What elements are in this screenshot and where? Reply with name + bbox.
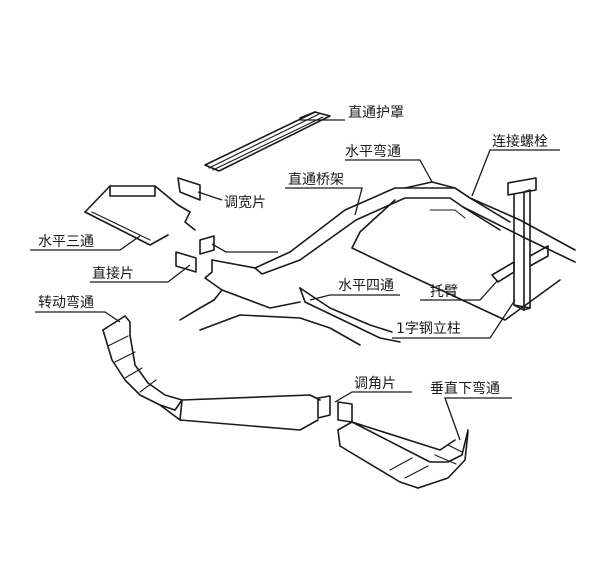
label-vertical-down-elbow: 垂直下弯通 bbox=[430, 380, 500, 397]
label-horizontal-tee: 水平三通 bbox=[38, 234, 94, 250]
leader-lines bbox=[30, 119, 560, 441]
leader-horizontal-elbow bbox=[345, 159, 433, 183]
leader-width-adjuster bbox=[197, 191, 278, 253]
label-straight-cover: 直通护罩 bbox=[348, 104, 404, 121]
leader-rotating-elbow bbox=[35, 311, 121, 323]
label-straight-connector: 直接片 bbox=[92, 265, 134, 282]
leader-angle-adjuster bbox=[334, 391, 412, 403]
width-adjuster-part bbox=[177, 177, 215, 255]
leader-vertical-down-elbow bbox=[444, 397, 512, 441]
label-support-arm: 托臂 bbox=[430, 284, 458, 300]
horizontal-tee-part bbox=[84, 185, 196, 246]
leader-straight-tray bbox=[285, 187, 363, 216]
vertical-down-elbow-part bbox=[337, 421, 469, 489]
label-i-steel-column: 1字钢立柱 bbox=[396, 321, 461, 337]
label-straight-tray: 直通桥架 bbox=[288, 171, 344, 188]
rotating-elbow-part bbox=[102, 315, 321, 431]
support-arm-part bbox=[491, 245, 549, 283]
i-steel-column-part bbox=[507, 177, 537, 311]
leader-straight-connector bbox=[90, 264, 191, 283]
label-angle-adjuster: 调角片 bbox=[354, 376, 396, 392]
label-rotating-elbow: 转动弯通 bbox=[38, 294, 94, 311]
angle-adjuster-part bbox=[317, 395, 353, 423]
leader-i-steel-column bbox=[392, 299, 516, 339]
horizontal-elbow-part bbox=[351, 181, 576, 321]
straight-connector-part bbox=[175, 251, 197, 273]
label-horizontal-cross: 水平四通 bbox=[338, 278, 394, 294]
leader-connecting-bolt bbox=[471, 149, 560, 197]
leader-support-arm bbox=[420, 279, 499, 301]
straight-cover-part bbox=[204, 111, 331, 172]
label-horizontal-elbow: 水平弯通 bbox=[345, 143, 401, 160]
label-width-adjuster: 调宽片 bbox=[224, 194, 266, 211]
leader-horizontal-cross bbox=[309, 294, 400, 301]
leader-horizontal-tee bbox=[30, 235, 141, 251]
label-connecting-bolt: 连接螺栓 bbox=[492, 133, 548, 150]
